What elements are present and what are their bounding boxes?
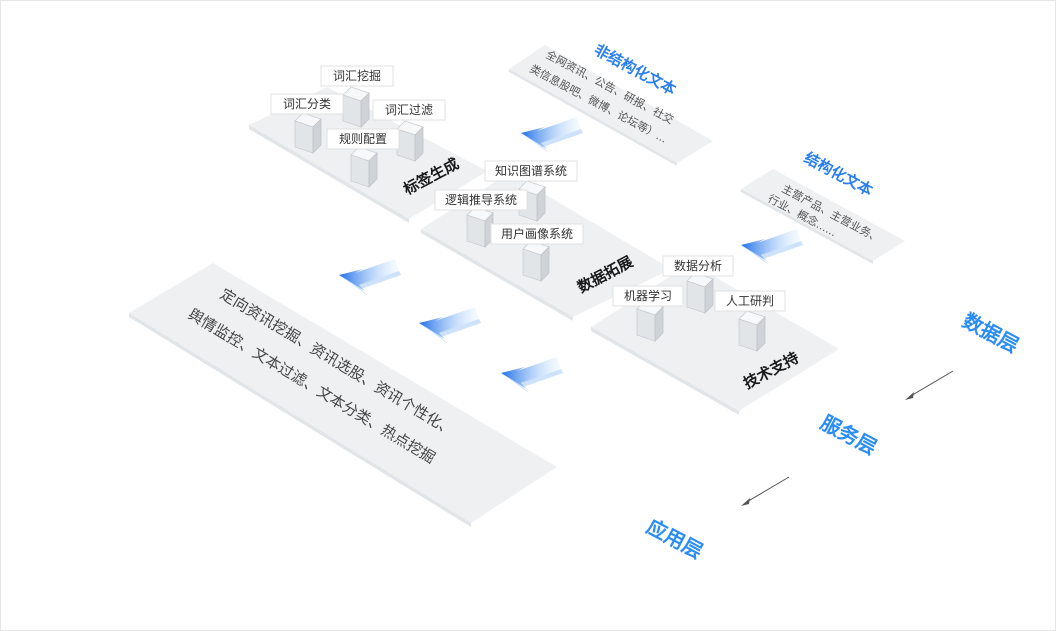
- svg-text:用户画像系统: 用户画像系统: [501, 226, 573, 241]
- svg-text:逻辑推导系统: 逻辑推导系统: [445, 193, 517, 207]
- flow-arrow-icon: [741, 229, 803, 265]
- flow-arrow-icon: [521, 117, 583, 153]
- server-box-icon: [738, 310, 766, 352]
- expansion-item-1: 知识图谱系统: [484, 160, 578, 182]
- platform-application: [129, 263, 557, 527]
- expansion-item-2: 逻辑推导系统: [434, 189, 528, 211]
- server-box-icon: [350, 146, 378, 188]
- tag-item-3: 词汇过滤: [372, 99, 446, 121]
- tech-item-2: 机器学习: [612, 285, 684, 307]
- server-box-icon: [636, 300, 664, 342]
- layer-arrow-icon: [741, 476, 790, 506]
- svg-text:词汇分类: 词汇分类: [283, 97, 331, 111]
- layer-arrow-icon: [905, 370, 954, 400]
- server-box-icon: [466, 206, 494, 248]
- server-box-icon: [686, 272, 714, 314]
- tech-item-3: 人工研判: [714, 290, 786, 312]
- svg-text:数据分析: 数据分析: [674, 258, 722, 273]
- flow-arrow-icon: [501, 357, 563, 393]
- application-layer-label: 应用层: [643, 514, 707, 563]
- tag-item-4: 规则配置: [326, 128, 400, 150]
- tag-item-2: 词汇分类: [270, 93, 344, 115]
- server-box-icon: [396, 120, 424, 162]
- svg-text:知识图谱系统: 知识图谱系统: [495, 164, 567, 178]
- tech-item-1: 数据分析: [662, 255, 734, 277]
- svg-text:词汇过滤: 词汇过滤: [385, 103, 433, 117]
- svg-text:机器学习: 机器学习: [624, 288, 672, 303]
- svg-text:规则配置: 规则配置: [339, 131, 387, 146]
- flow-arrow-icon: [419, 307, 481, 343]
- platform-structured: [741, 169, 905, 264]
- service-layer-label: 服务层: [817, 410, 881, 459]
- tag-item-1: 词汇挖掘: [320, 65, 394, 87]
- server-box-icon: [294, 112, 322, 154]
- svg-text:词汇挖掘: 词汇挖掘: [333, 68, 381, 83]
- server-box-icon: [342, 86, 370, 128]
- data-layer-label: 数据层: [959, 308, 1023, 357]
- server-box-icon: [522, 240, 550, 282]
- flow-arrow-icon: [339, 259, 401, 295]
- platform-unstructured: [509, 45, 713, 166]
- svg-text:人工研判: 人工研判: [726, 294, 774, 308]
- expansion-item-3: 用户画像系统: [490, 223, 584, 245]
